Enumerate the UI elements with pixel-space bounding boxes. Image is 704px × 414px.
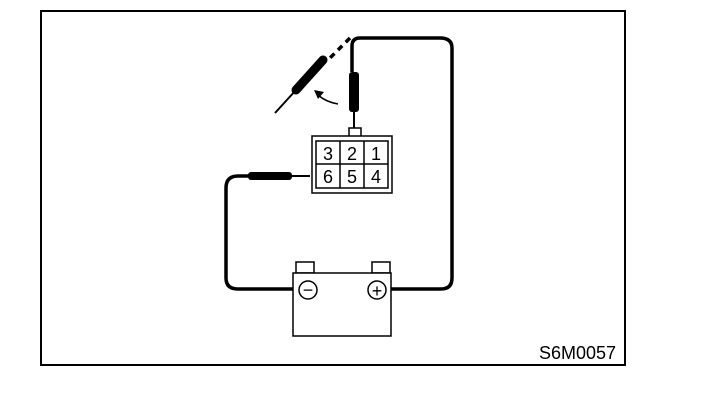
move-arrow-icon <box>314 90 339 105</box>
battery: − + <box>292 261 392 337</box>
battery-negative-post <box>295 261 315 274</box>
negative-wire <box>224 174 297 291</box>
battery-positive-post <box>371 261 391 274</box>
positive-wire <box>350 36 454 291</box>
pin-label-2: 2 <box>347 144 357 164</box>
negative-probe <box>248 172 292 180</box>
figure-code: S6M0057 <box>539 343 616 363</box>
positive-probe <box>349 72 359 112</box>
pin-label-3: 3 <box>323 144 333 164</box>
dashed-lead <box>328 36 352 60</box>
negative-terminal-icon <box>298 280 318 300</box>
connector: 3 2 1 6 5 4 <box>311 127 393 194</box>
positive-symbol: + <box>372 281 383 301</box>
pin-label-4: 4 <box>371 167 381 187</box>
detached-probe <box>274 55 328 114</box>
diagram-frame <box>40 10 626 366</box>
negative-symbol: − <box>303 280 314 300</box>
positive-terminal-icon <box>367 280 387 300</box>
pin-label-5: 5 <box>347 167 357 187</box>
pin-label-6: 6 <box>323 167 333 187</box>
pin-label-1: 1 <box>371 144 381 164</box>
